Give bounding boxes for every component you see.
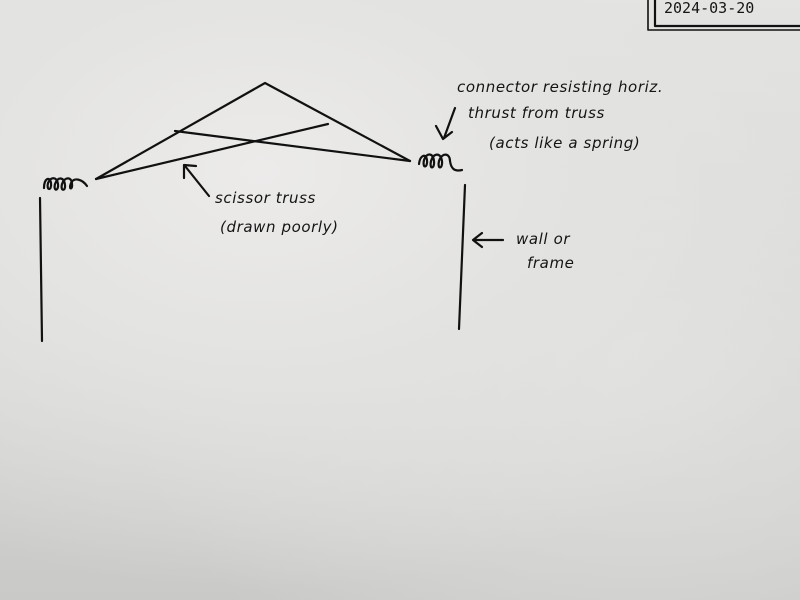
- connector-annotation-line1: connector resisting horiz.: [457, 78, 663, 96]
- scissor-truss: [94, 81, 412, 181]
- truss-top-chords: [94, 81, 412, 181]
- left-wall: [38, 196, 44, 343]
- date-stamp-frame: [653, 0, 800, 28]
- wall-annotation-line1: wall or: [516, 230, 570, 248]
- spring-coil-right: [417, 153, 464, 172]
- wall-annotation: wall or frame: [516, 230, 574, 272]
- truss-annotation-line2: (drawn poorly): [220, 218, 339, 236]
- connector-annotation: connector resisting horiz. thrust from t…: [457, 78, 663, 152]
- date-stamp-frame-outer: [647, 0, 800, 31]
- right-wall: [457, 183, 467, 331]
- connector-arrow-icon: [434, 106, 457, 141]
- truss-scissor-chord-right: [173, 129, 412, 163]
- wall-annotation-line2: frame: [527, 254, 574, 272]
- connector-annotation-line3: (acts like a spring): [489, 134, 640, 152]
- truss-annotation-line1: scissor truss: [215, 189, 316, 207]
- truss-arrow-icon: [182, 163, 211, 198]
- truss-scissor-chord-left: [94, 122, 330, 181]
- connector-annotation-line2: thrust from truss: [468, 104, 605, 122]
- right-spring-connector: [417, 153, 464, 172]
- left-spring-connector: [42, 177, 89, 191]
- date-stamp-text: 2024-03-20: [664, 0, 754, 17]
- date-stamp: 2024-03-20: [647, 0, 800, 31]
- spring-coil-left: [42, 177, 89, 191]
- wall-arrow-icon: [471, 231, 505, 249]
- truss-annotation: scissor truss (drawn poorly): [215, 189, 339, 236]
